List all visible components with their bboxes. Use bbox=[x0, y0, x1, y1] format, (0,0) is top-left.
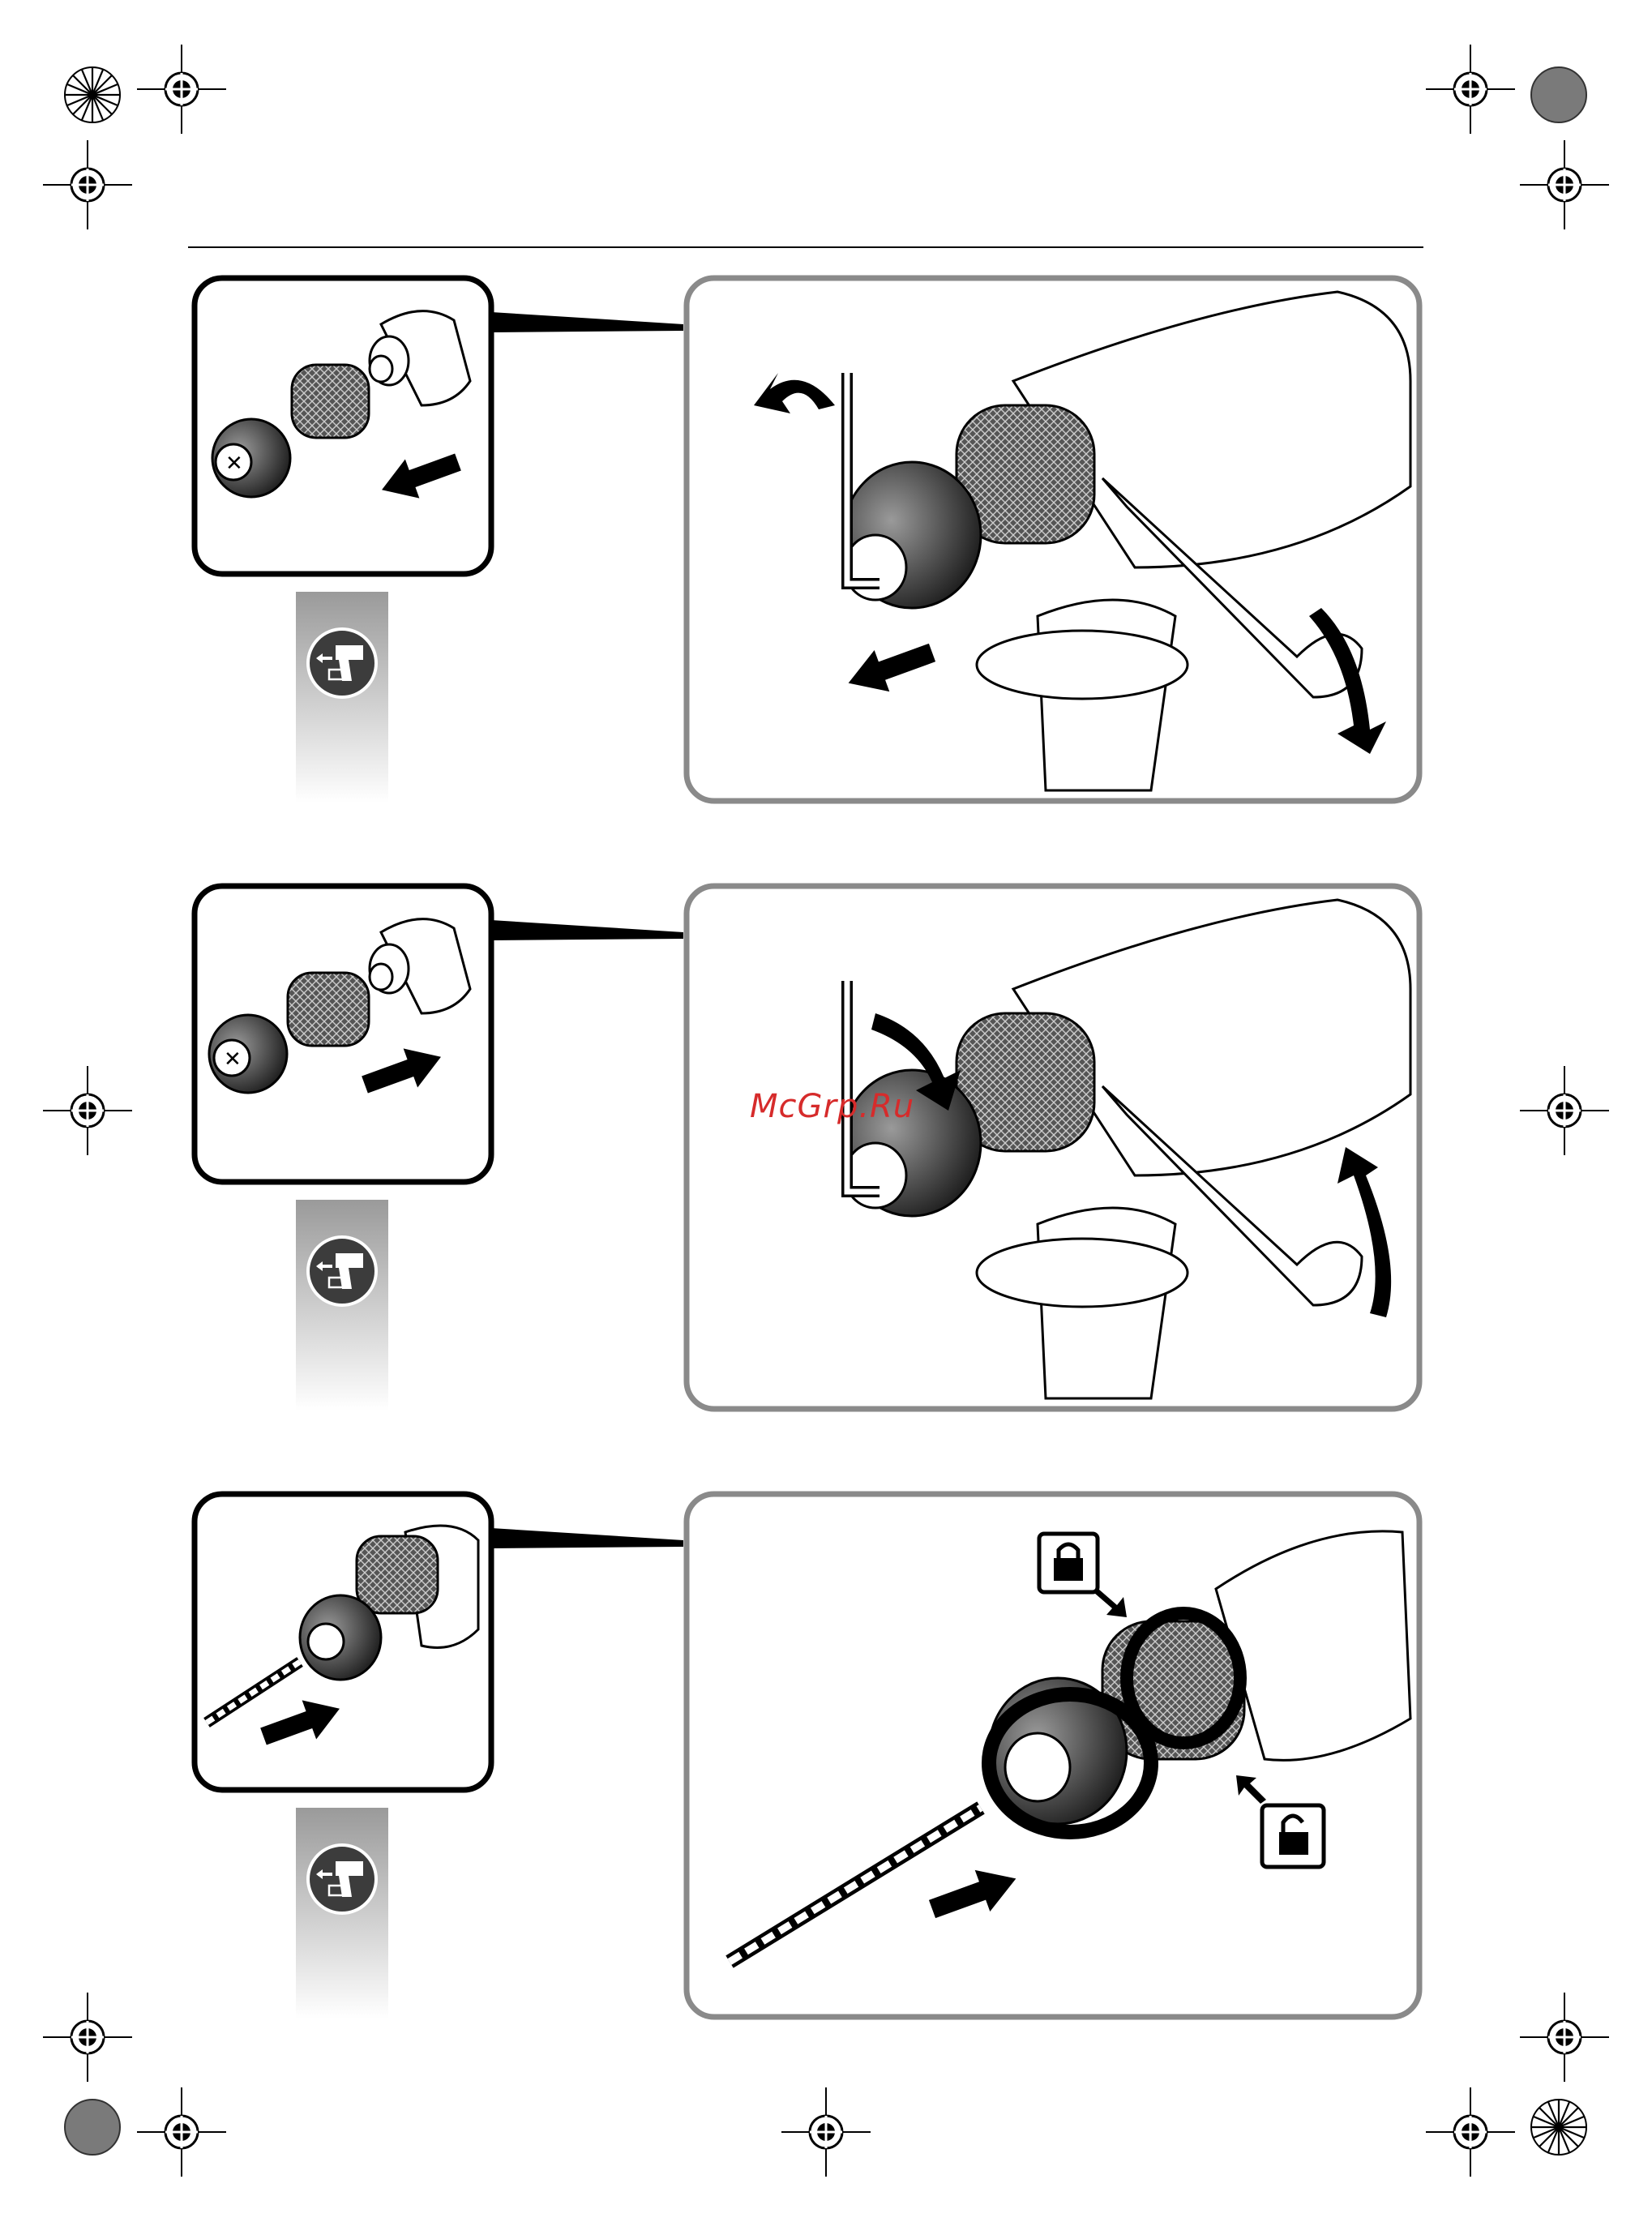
svg-text:✕: ✕ bbox=[225, 452, 243, 476]
padlock-closed-icon bbox=[1039, 1534, 1098, 1592]
watermark-text: McGrp.Ru bbox=[750, 1088, 914, 1125]
step-mount-chuck: ✕ bbox=[195, 886, 1419, 1411]
step-remove-chuck: ✕ bbox=[195, 278, 1419, 803]
battery-drill-remove-icon bbox=[308, 1237, 376, 1305]
padlock-open-icon bbox=[1262, 1805, 1324, 1867]
svg-text:✕: ✕ bbox=[224, 1047, 242, 1072]
battery-drill-remove-icon bbox=[308, 1845, 376, 1913]
step-insert-bit bbox=[195, 1494, 1419, 2019]
battery-drill-remove-icon bbox=[308, 629, 376, 697]
